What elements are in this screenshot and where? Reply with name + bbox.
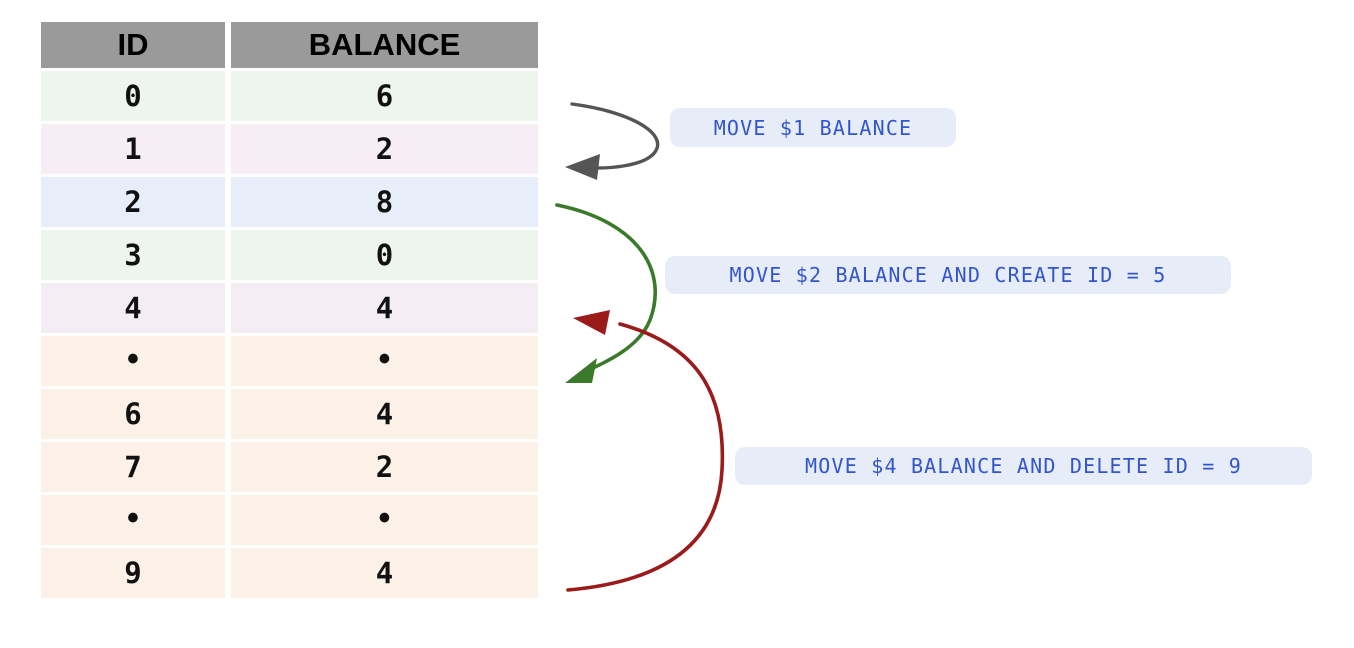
column-header-id: ID [41,22,225,68]
column-header-balance: BALANCE [231,22,538,68]
balance-table: ID BALANCE 0 6 1 2 2 8 3 0 4 4 • • 6 [41,22,538,598]
cell-id: 2 [41,177,225,227]
cell-balance-ellipsis: • [231,336,538,386]
table-row: 6 4 [41,389,538,439]
cell-balance: 2 [231,124,538,174]
cell-id-ellipsis: • [41,336,225,386]
red-curved-arrow [566,310,725,592]
cell-balance: 4 [231,548,538,598]
annotation-label-move-1: MOVE $1 BALANCE [670,108,956,147]
cell-balance: 4 [231,283,538,333]
table-header-row: ID BALANCE [41,22,538,68]
cell-id-ellipsis: • [41,495,225,545]
green-curved-arrow [555,203,657,383]
cell-id: 7 [41,442,225,492]
cell-id: 6 [41,389,225,439]
cell-id: 0 [41,71,225,121]
annotation-label-move-4: MOVE $4 BALANCE AND DELETE ID = 9 [735,447,1312,485]
cell-balance: 2 [231,442,538,492]
table-row: 4 4 [41,283,538,333]
table-row: 3 0 [41,230,538,280]
gray-curved-arrow [565,102,660,180]
cell-id: 1 [41,124,225,174]
cell-balance: 0 [231,230,538,280]
cell-balance: 6 [231,71,538,121]
table-row: 7 2 [41,442,538,492]
cell-balance: 4 [231,389,538,439]
table-row: 9 4 [41,548,538,598]
cell-id: 4 [41,283,225,333]
cell-balance-ellipsis: • [231,495,538,545]
table-row: 1 2 [41,124,538,174]
cell-balance: 8 [231,177,538,227]
table-row-ellipsis: • • [41,495,538,545]
table-row: 0 6 [41,71,538,121]
table-row: 2 8 [41,177,538,227]
annotation-label-move-2: MOVE $2 BALANCE AND CREATE ID = 5 [665,256,1231,294]
table-row-ellipsis: • • [41,336,538,386]
cell-id: 3 [41,230,225,280]
cell-id: 9 [41,548,225,598]
